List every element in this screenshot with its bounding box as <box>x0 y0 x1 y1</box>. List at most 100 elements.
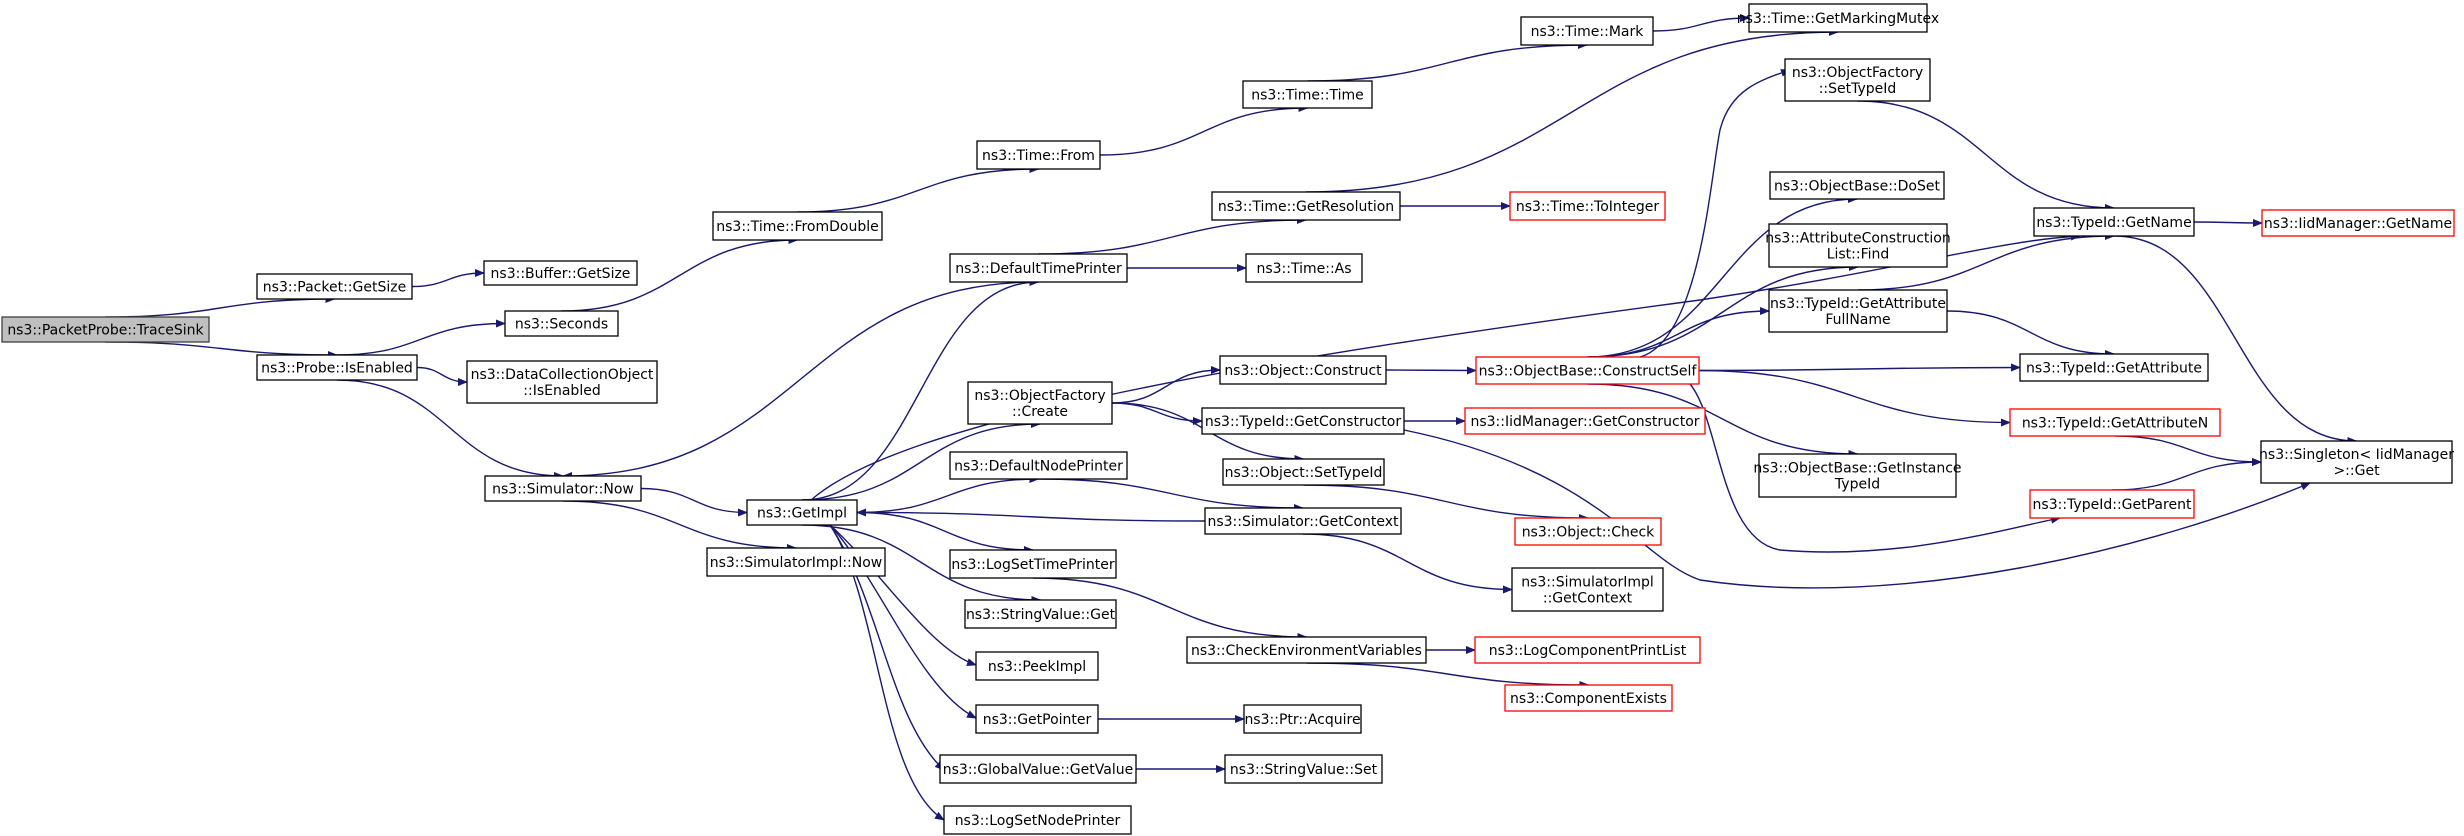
node-box <box>1201 407 1405 435</box>
node-label: ns3::DefaultNodePrinter <box>954 459 1123 475</box>
node-box <box>975 704 1099 734</box>
node-getimpl[interactable]: ns3::GetImpl <box>746 499 858 526</box>
node-label: ns3::LogSetNodePrinter <box>955 813 1121 829</box>
node-box <box>1514 517 1662 546</box>
node-svset[interactable]: ns3::StringValue::Set <box>1224 754 1383 784</box>
node-cev[interactable]: ns3::CheckEnvironmentVariables <box>1186 636 1427 664</box>
node-compexists[interactable]: ns3::ComponentExists <box>1504 684 1673 712</box>
edge-ofcreate-to-getctor <box>1111 402 1203 425</box>
node-dtp[interactable]: ns3::DefaultTimePrinter <box>949 253 1128 283</box>
node-constructself[interactable]: ns3::ObjectBase::ConstructSelf <box>1475 356 1700 385</box>
node-box <box>975 651 1099 681</box>
node-ofcreate[interactable]: ns3::ObjectFactory::Create <box>967 381 1113 425</box>
node-getres[interactable]: ns3::Time::GetResolution <box>1211 191 1401 221</box>
node-lcpl[interactable]: ns3::LogComponentPrintList <box>1474 636 1701 664</box>
node-tidattrn[interactable]: ns3::TypeId::GetAttributeN <box>2009 408 2221 437</box>
node-doset[interactable]: ns3::ObjectBase::DoSet <box>1769 171 1945 200</box>
node-isenabled[interactable]: ns3::Probe::IsEnabled <box>256 354 418 381</box>
node-iidname[interactable]: ns3::IidManager::GetName <box>2261 209 2455 237</box>
node-label: ns3::ObjectBase::DoSet <box>1774 179 1940 195</box>
edge-line <box>105 341 338 359</box>
node-siminow[interactable]: ns3::SimulatorImpl::Now <box>706 547 886 577</box>
node-label: ::Create <box>1012 404 1068 420</box>
node-timeas[interactable]: ns3::Time::As <box>1245 253 1363 283</box>
edge-line <box>829 524 977 667</box>
node-objconstruct[interactable]: ns3::Object::Construct <box>1219 355 1387 385</box>
node-markmutex[interactable]: ns3::Time::GetMarkingMutex <box>1737 3 1939 33</box>
edge-line <box>1038 478 1304 512</box>
node-label: ns3::ComponentExists <box>1510 691 1667 707</box>
node-peekimpl[interactable]: ns3::PeekImpl <box>975 651 1099 681</box>
node-objsettid[interactable]: ns3::Object::SetTypeId <box>1222 458 1385 486</box>
node-root[interactable]: ns3::PacketProbe::TraceSink <box>1 316 210 343</box>
node-bufsize[interactable]: ns3::Buffer::GetSize <box>483 260 638 286</box>
node-label: ns3::Time::As <box>1256 261 1351 277</box>
edge-line <box>1587 383 1859 458</box>
node-box <box>1222 458 1385 486</box>
node-lsnp[interactable]: ns3::LogSetNodePrinter <box>943 805 1132 835</box>
node-layer: ns3::PacketProbe::TraceSink ns3::Packet::… <box>1 3 2455 835</box>
node-box <box>1186 636 1427 664</box>
node-svget[interactable]: ns3::StringValue::Get <box>964 599 1117 629</box>
edge-constructself-to-tidattrn <box>1698 369 2011 427</box>
node-seconds[interactable]: ns3::Seconds <box>504 310 619 337</box>
node-label: ns3::AttributeConstruction <box>1765 231 1950 247</box>
edge-line <box>1303 484 1589 522</box>
node-iidctor[interactable]: ns3::IidManager::GetConstructor <box>1464 407 1706 435</box>
node-label: ns3::Seconds <box>515 317 608 333</box>
node-fromdouble[interactable]: ns3::Time::FromDouble <box>712 211 883 241</box>
node-box <box>2009 408 2221 437</box>
node-label: ns3::LogComponentPrintList <box>1489 643 1687 659</box>
node-getpointer[interactable]: ns3::GetPointer <box>975 704 1099 734</box>
edge-line <box>2111 458 2262 491</box>
node-label: >::Get <box>2333 463 2380 479</box>
node-tointeger[interactable]: ns3::Time::ToInteger <box>1509 191 1666 221</box>
node-box <box>1748 3 1928 33</box>
node-label: ns3::Simulator::GetContext <box>1207 514 1399 530</box>
node-tidparent[interactable]: ns3::TypeId::GetParent <box>2029 489 2195 519</box>
node-label: TypeId <box>1834 477 1880 493</box>
node-dcoenabled[interactable]: ns3::DataCollectionObject::IsEnabled <box>466 360 658 404</box>
node-ofsettid[interactable]: ns3::ObjectFactory::SetTypeId <box>1784 58 1931 102</box>
node-simictx[interactable]: ns3::SimulatorImpl::GetContext <box>1511 567 1664 612</box>
node-mark[interactable]: ns3::Time::Mark <box>1520 16 1654 46</box>
edge-line <box>1302 533 1513 594</box>
edge-line <box>1306 662 1590 689</box>
edge-line <box>411 269 485 288</box>
node-label: ns3::SimulatorImpl <box>1521 575 1654 591</box>
node-box <box>2260 440 2453 484</box>
node-tidname[interactable]: ns3::TypeId::GetName <box>2033 207 2195 237</box>
node-objcheck[interactable]: ns3::Object::Check <box>1514 517 1662 546</box>
edge-fromdouble-to-timefrom <box>797 165 1040 213</box>
node-box <box>967 381 1113 425</box>
edge-getimpl-to-dnp <box>856 475 1040 514</box>
node-singleton[interactable]: ns3::Singleton< IidManager >::Get <box>2259 440 2454 484</box>
node-timetime[interactable]: ns3::Time::Time <box>1242 80 1373 109</box>
edge-line <box>1038 216 1307 255</box>
node-box <box>1511 567 1664 612</box>
node-ptracq[interactable]: ns3::Ptr::Acquire <box>1243 704 1362 734</box>
edge-line <box>1111 366 1221 404</box>
node-gvget[interactable]: ns3::GlobalValue::GetValue <box>939 754 1137 784</box>
edge-simctx-to-getimpl <box>856 508 1206 522</box>
node-box <box>939 754 1137 784</box>
edge-line <box>1403 429 2311 589</box>
edge-constructself-to-getattrfull <box>1587 307 1770 358</box>
node-label: ns3::Singleton< IidManager <box>2259 447 2454 463</box>
node-getctor[interactable]: ns3::TypeId::GetConstructor <box>1201 407 1405 435</box>
node-label: ns3::Time::GetMarkingMutex <box>1737 11 1939 27</box>
edge-lstp-to-cev <box>1032 577 1308 641</box>
node-simctx[interactable]: ns3::Simulator::GetContext <box>1204 507 1402 535</box>
node-dnp[interactable]: ns3::DefaultNodePrinter <box>949 451 1128 480</box>
edge-tidname-to-iidname <box>2193 218 2263 227</box>
node-simnow[interactable]: ns3::Simulator::Now <box>484 475 642 502</box>
node-timefrom[interactable]: ns3::Time::From <box>976 140 1101 170</box>
node-getsize[interactable]: ns3::Packet::GetSize <box>256 273 413 300</box>
node-box <box>1211 191 1401 221</box>
node-lstp[interactable]: ns3::LogSetTimePrinter <box>949 549 1117 579</box>
edge-getctor-to-singleton <box>1403 429 2311 589</box>
node-tidattr[interactable]: ns3::TypeId::GetAttribute <box>2019 353 2209 382</box>
